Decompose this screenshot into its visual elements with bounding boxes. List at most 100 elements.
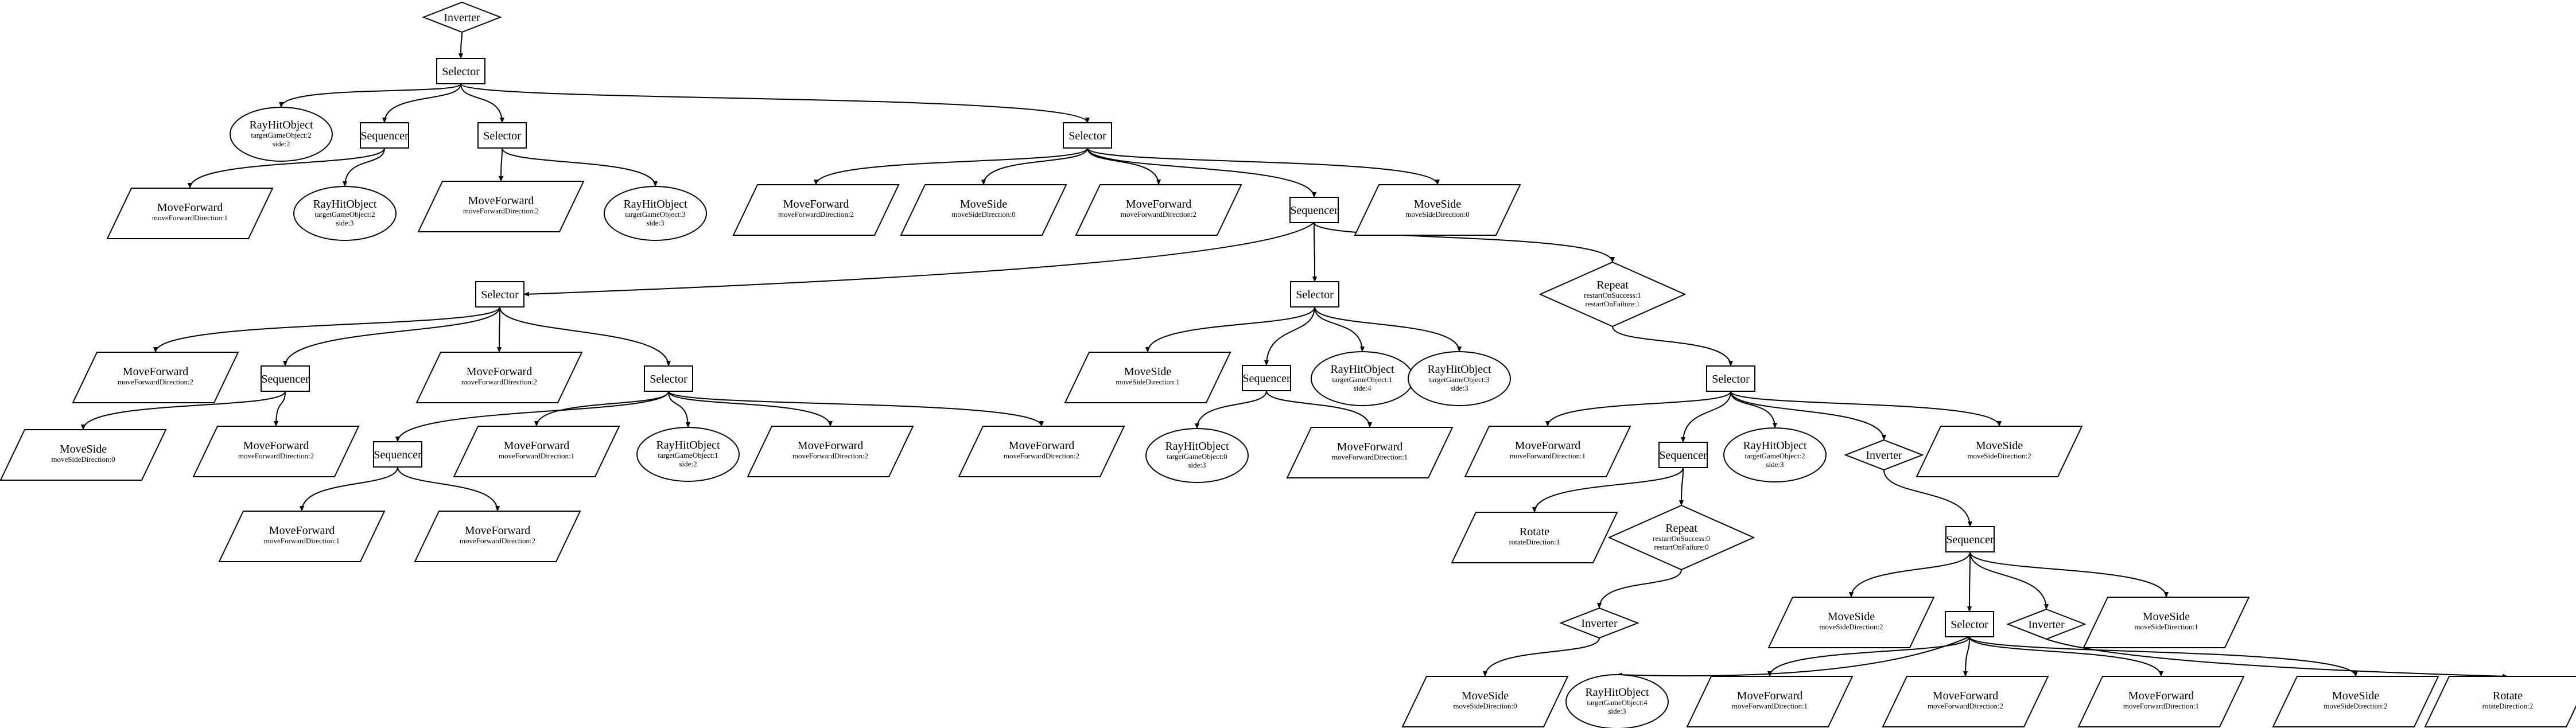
node-parameter: targetGameObject:4 bbox=[1587, 698, 1648, 707]
node-shape bbox=[604, 186, 707, 241]
inverter-node: Inverter bbox=[1559, 607, 1639, 639]
node-shape bbox=[1075, 184, 1242, 236]
node-shape bbox=[644, 365, 693, 392]
node-label: MoveForward bbox=[2128, 690, 2194, 702]
node-label: MoveSide bbox=[1414, 198, 1461, 211]
node-label: MoveForward bbox=[1126, 198, 1191, 211]
edge-arrow bbox=[382, 83, 461, 123]
node-label: MoveForward bbox=[157, 201, 223, 214]
node-parameter: side:3 bbox=[1450, 384, 1468, 392]
selector-node: Selector bbox=[436, 58, 485, 84]
edge-arrow bbox=[1730, 391, 1886, 441]
node-parameter: moveForwardDirection:1 bbox=[1732, 702, 1808, 710]
node-shape bbox=[1064, 352, 1231, 403]
node-shape bbox=[1686, 676, 1854, 727]
node-label: MoveForward bbox=[468, 194, 534, 207]
node-shape bbox=[1354, 184, 1521, 236]
node-shape bbox=[192, 426, 360, 477]
repeat-node: RepeatrestartOnSuccess:0restartOnFailure… bbox=[1607, 504, 1755, 571]
node-shape bbox=[1464, 426, 1631, 477]
node-parameter: targetGameObject:2 bbox=[1744, 451, 1805, 460]
node-shape bbox=[1242, 365, 1291, 391]
edge-arrow bbox=[153, 306, 500, 353]
node-parameter: targetGameObject:2 bbox=[314, 210, 375, 219]
node-parameter: targetGameObject:2 bbox=[251, 131, 311, 139]
node-label: Inverter bbox=[1866, 449, 1902, 462]
node-parameter: moveForwardDirection:1 bbox=[1332, 453, 1408, 461]
node-shape bbox=[958, 426, 1125, 477]
node-label: Rotate bbox=[2493, 690, 2523, 702]
node-shape bbox=[1658, 442, 1708, 468]
edge-arrow bbox=[279, 83, 461, 108]
edge-arrow bbox=[1969, 551, 2049, 610]
node-shape bbox=[373, 441, 422, 468]
node-shape bbox=[230, 107, 333, 162]
node-parameter: moveForwardDirection:2 bbox=[1928, 702, 2003, 710]
node-label: MoveForward bbox=[467, 365, 532, 378]
node-label: RayHitObject bbox=[656, 439, 720, 451]
node-label: Selector bbox=[1069, 130, 1106, 142]
edge-arrow bbox=[499, 147, 504, 182]
node-label: MoveSide bbox=[1976, 439, 2023, 452]
edges-layer bbox=[81, 32, 2508, 679]
node-label: Inverter bbox=[444, 11, 480, 24]
node-shape bbox=[106, 188, 274, 239]
node-parameter: moveForwardDirection:2 bbox=[461, 377, 537, 386]
node-label: Sequencer bbox=[261, 373, 309, 386]
node-shape bbox=[1063, 122, 1112, 149]
node-parameter: moveForwardDirection:2 bbox=[792, 451, 868, 460]
node-label: MoveForward bbox=[123, 365, 188, 378]
node-label: MoveForward bbox=[465, 524, 530, 537]
edge-arrow bbox=[1145, 306, 1315, 353]
edge-arrow bbox=[81, 391, 286, 430]
node-label: MoveForward bbox=[783, 198, 849, 211]
node-parameter: moveForwardDirection:1 bbox=[264, 536, 340, 545]
node-shape bbox=[900, 184, 1067, 236]
edge-arrow bbox=[1195, 390, 1267, 429]
node-label: RayHitObject bbox=[1585, 686, 1649, 699]
edge-arrow bbox=[1087, 147, 1440, 185]
node-parameter: restartOnFailure:0 bbox=[1654, 543, 1708, 551]
node-label: MoveSide bbox=[2332, 690, 2379, 702]
node-parameter: targetGameObject:3 bbox=[625, 210, 685, 219]
node-label: Sequencer bbox=[374, 449, 422, 461]
node-label: Selector bbox=[483, 130, 521, 142]
edge-arrow bbox=[1264, 306, 1315, 366]
node-shape bbox=[1286, 427, 1454, 478]
node-parameter: moveSideDirection:0 bbox=[1453, 702, 1517, 710]
edge-arrow bbox=[2046, 639, 2508, 679]
node-label: Inverter bbox=[2028, 618, 2065, 631]
node-shape bbox=[1451, 512, 1618, 563]
node-shape bbox=[414, 511, 581, 562]
node-shape bbox=[417, 181, 585, 232]
node-shape bbox=[72, 352, 239, 403]
node-parameter: moveForwardDirection:2 bbox=[778, 210, 854, 219]
node-parameter: moveSideDirection:2 bbox=[2324, 702, 2387, 710]
node-label: Selector bbox=[1296, 289, 1334, 301]
node-shape bbox=[2272, 676, 2439, 727]
node-shape bbox=[1945, 611, 1994, 637]
edge-arrow bbox=[814, 147, 1088, 185]
edge-arrow bbox=[1969, 636, 2358, 677]
sequencer-node: Sequencer bbox=[1658, 442, 1708, 468]
edge-arrow bbox=[188, 147, 385, 189]
edge-arrow bbox=[668, 391, 1044, 427]
selector-node: Selector bbox=[1706, 365, 1755, 392]
edge-arrow bbox=[1963, 636, 1970, 677]
node-shape bbox=[1916, 426, 2083, 477]
